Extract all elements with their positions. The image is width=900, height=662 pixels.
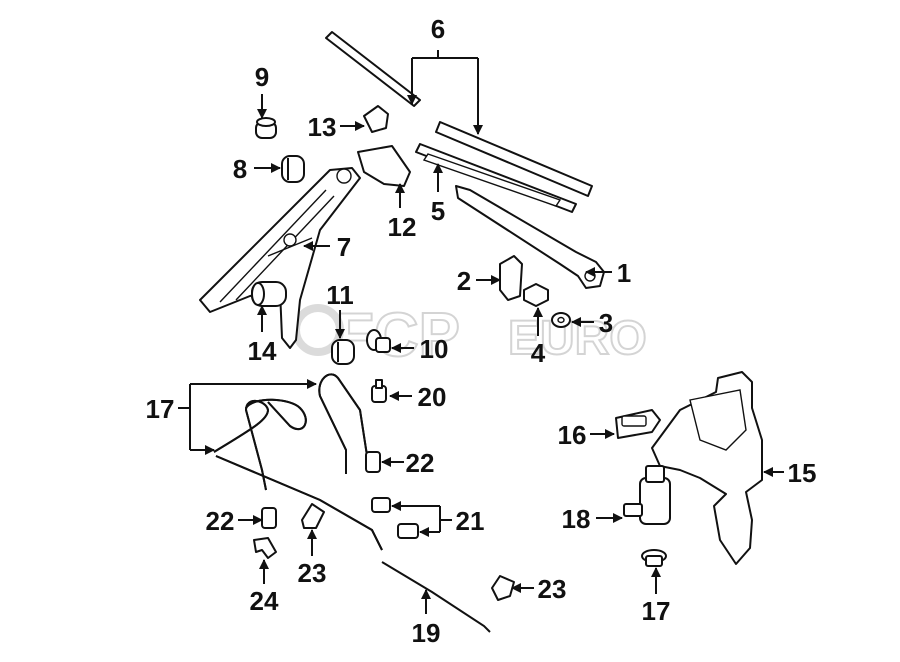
callout-1: 1 (617, 258, 631, 288)
nozzle-23a (301, 503, 325, 529)
hose-19 (381, 561, 491, 633)
callout-labels: 6 5 12 13 9 8 7 14 11 10 1 2 4 3 17 20 2… (146, 14, 817, 648)
washer-3 (551, 312, 571, 328)
callout-22-upper: 22 (406, 448, 435, 478)
callout-6: 6 (431, 14, 445, 44)
callout-4: 4 (531, 338, 546, 368)
leader-lines (178, 50, 784, 614)
callout-24: 24 (250, 586, 279, 616)
callout-23-right: 23 (538, 574, 567, 604)
callout-16: 16 (558, 420, 587, 450)
callout-10: 10 (420, 334, 449, 364)
callout-20: 20 (418, 382, 447, 412)
bolt-10 (366, 329, 391, 353)
callout-8: 8 (233, 154, 247, 184)
level-sensor-16 (615, 409, 661, 439)
washer-hose-17 (213, 373, 383, 551)
callout-13: 13 (308, 112, 337, 142)
callout-3: 3 (599, 308, 613, 338)
callout-22-lower: 22 (206, 506, 235, 536)
nut-4 (523, 283, 549, 307)
arm-cap-2 (499, 255, 523, 301)
grommet-9 (255, 117, 277, 139)
callout-15: 15 (788, 458, 817, 488)
watermark-suffix: EURO (508, 312, 647, 365)
connector-22a (365, 451, 381, 473)
callout-19: 19 (412, 618, 441, 648)
callout-12: 12 (388, 212, 417, 242)
clips-21 (371, 497, 419, 539)
wiper-motor-14 (251, 281, 287, 307)
callout-11: 11 (326, 280, 354, 310)
elbow-24 (253, 537, 277, 559)
reservoir-15 (651, 371, 763, 565)
grommet-17 (641, 549, 667, 567)
callout-17-right: 17 (642, 596, 671, 626)
cap-13 (363, 105, 389, 133)
wiper-blade-6 (325, 31, 593, 197)
callout-14: 14 (248, 336, 277, 366)
watermark-brand: FCP (336, 301, 460, 370)
wiper-blade-assembly-5 (415, 143, 577, 213)
bushing-8 (281, 155, 305, 183)
connector-22b (261, 507, 277, 529)
wiper-linkage-7 (199, 167, 361, 349)
callout-9: 9 (255, 62, 269, 92)
callout-7: 7 (337, 232, 351, 262)
nozzle-23b (491, 575, 515, 601)
callout-17-left: 17 (146, 394, 175, 424)
callout-23-left: 23 (298, 558, 327, 588)
bushing-11 (331, 339, 355, 365)
callout-18: 18 (562, 504, 591, 534)
wiper-arm-1 (455, 185, 605, 289)
washer-pump-18 (623, 465, 671, 525)
callout-2: 2 (457, 266, 471, 296)
cover-12 (357, 145, 411, 187)
callout-5: 5 (431, 196, 445, 226)
check-valve-20 (371, 379, 387, 403)
callout-21: 21 (456, 506, 485, 536)
